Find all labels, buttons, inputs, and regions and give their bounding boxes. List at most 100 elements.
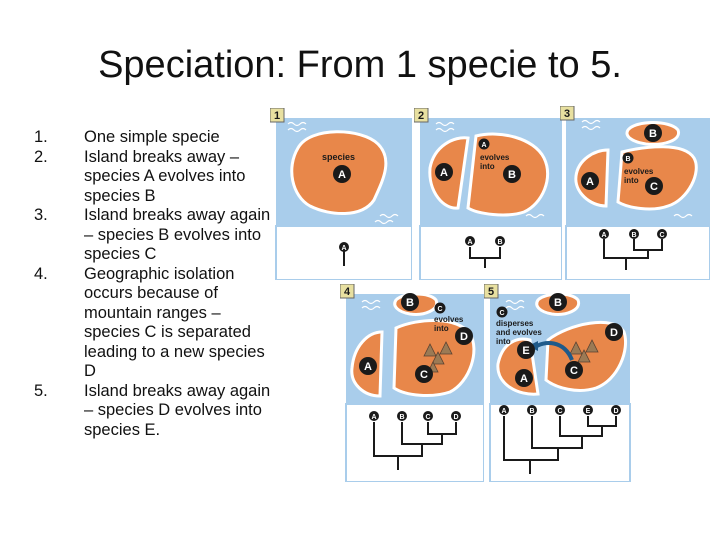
- tree-tip: [611, 405, 621, 415]
- species-marker-label: C: [570, 365, 578, 377]
- annotation-line-2: and evolves: [496, 328, 542, 337]
- wave-marks: [287, 121, 399, 225]
- species-marker-label: D: [460, 331, 468, 343]
- tree-tip-label: A: [467, 239, 472, 246]
- species-marker: [359, 357, 377, 375]
- annotation-line-1: evolves: [480, 153, 510, 162]
- annotation-line-2: into: [480, 162, 495, 171]
- species-marker-small: [478, 138, 490, 150]
- phylogenetic-tree: A B C D: [369, 411, 461, 470]
- panel-number: 1: [274, 110, 280, 122]
- tree-area: [489, 403, 631, 482]
- panel-3-graphic: B B evolves into A C A B C 3: [560, 106, 710, 280]
- speciation-panel-2: A evolves into A B A B 2: [414, 108, 562, 280]
- speciation-panel-1: species A A 1: [270, 108, 412, 280]
- panel-5-graphic: B C disperses and evolves into D E A C A…: [484, 284, 631, 482]
- tree-tip-label: D: [613, 408, 618, 415]
- tree-tip: [527, 405, 537, 415]
- step-text: Island breaks away again – species B evo…: [84, 206, 271, 263]
- tree-tip: [451, 411, 461, 421]
- species-marker-label: A: [364, 361, 372, 373]
- step-text: Geographic isolation occurs because of m…: [84, 264, 265, 381]
- step-text: Island breaks away again – species D evo…: [84, 381, 271, 439]
- tree-tip: [555, 405, 565, 415]
- tree-tip: [397, 411, 407, 421]
- species-marker-label: A: [586, 176, 594, 188]
- step-number: 1.: [34, 128, 48, 146]
- mountain-range: [423, 341, 453, 373]
- species-marker-label: A: [481, 142, 486, 149]
- panel-badge: [270, 108, 285, 123]
- slide-title: Speciation: From 1 specie to 5.: [98, 44, 622, 86]
- tree-tip-label: D: [453, 414, 458, 421]
- mountain-range: [569, 339, 599, 363]
- step-item: 3. Island breaks away again – species B e…: [28, 206, 276, 265]
- species-marker-label: A: [338, 169, 346, 181]
- tree-tip: [423, 411, 433, 421]
- species-marker: [333, 165, 351, 183]
- panel-4-graphic: B C evolves into A C D A B C D 4: [340, 284, 484, 482]
- phylogenetic-tree: A B: [465, 236, 505, 268]
- wave-marks: [435, 121, 545, 219]
- species-marker-label: D: [610, 327, 618, 339]
- annotation-line-1: evolves: [434, 315, 464, 324]
- tree-tip: [657, 229, 667, 239]
- tree-tip: [629, 229, 639, 239]
- species-marker-label: C: [650, 181, 658, 193]
- step-text: Island breaks away – species A evolves i…: [84, 147, 246, 205]
- tree-tip-label: B: [497, 239, 502, 246]
- panel-number: 3: [564, 108, 570, 120]
- tree-tip: [495, 236, 505, 246]
- annotation-line-3: into: [496, 337, 511, 346]
- species-marker: [565, 361, 583, 379]
- wave-marks: [581, 119, 693, 219]
- species-marker-label: C: [437, 306, 442, 313]
- tree-tip: [339, 242, 349, 252]
- species-marker-label: C: [420, 369, 428, 381]
- speciation-panel-4: B C evolves into A C D A B C D 4: [340, 284, 484, 482]
- species-marker: [515, 369, 533, 387]
- wave-marks: [361, 299, 381, 311]
- species-marker-small: [622, 152, 634, 164]
- tree-tip: [499, 405, 509, 415]
- step-item: 2.Island breaks away – species A evolves…: [28, 148, 276, 207]
- panel-badge: [560, 106, 575, 121]
- step-item: 1. One simple specie: [28, 128, 276, 148]
- panel-number: 5: [488, 286, 494, 298]
- species-marker-label: A: [440, 167, 448, 179]
- species-marker: [401, 293, 419, 311]
- tree-tip: [369, 411, 379, 421]
- species-marker-label: B: [649, 128, 657, 140]
- annotation-line-2: into: [434, 324, 449, 333]
- species-marker: [435, 163, 453, 181]
- steps-list: 1. One simple specie 2.Island breaks away…: [28, 128, 276, 440]
- tree-tip: [583, 405, 593, 415]
- tree-tip-label: A: [501, 408, 506, 415]
- species-marker: [517, 341, 535, 359]
- speciation-panel-5: B C disperses and evolves into D E A C A…: [484, 284, 634, 482]
- wave-marks: [505, 299, 525, 311]
- tree-tip-label: A: [371, 414, 376, 421]
- step-item: 4.Geographic isolation occurs because of…: [28, 265, 276, 382]
- panel-badge: [414, 108, 429, 123]
- species-marker-label: B: [508, 169, 516, 181]
- species-marker-label: B: [625, 156, 630, 163]
- species-marker-small: [496, 306, 508, 318]
- step-number: 3.: [34, 206, 48, 224]
- phylogenetic-tree: A B C E D: [499, 405, 621, 474]
- panel-2-graphic: A evolves into A B A B 2: [414, 108, 562, 280]
- tree-tip-label: B: [529, 408, 534, 415]
- island-right: [392, 319, 476, 397]
- species-marker-label: E: [522, 345, 529, 357]
- step-text: One simple specie: [84, 128, 220, 146]
- panel-number: 4: [344, 286, 351, 298]
- speciation-panel-3: B B evolves into A C A B C 3: [560, 106, 710, 280]
- species-label: species: [322, 152, 355, 162]
- tree-tip: [465, 236, 475, 246]
- tree-tip-label: E: [586, 408, 591, 415]
- annotation-line-1: evolves: [624, 167, 654, 176]
- tree-tip-label: B: [631, 232, 636, 239]
- annotation-line-2: into: [624, 176, 639, 185]
- panel-badge: [340, 284, 355, 299]
- tree-tip-label: A: [601, 232, 606, 239]
